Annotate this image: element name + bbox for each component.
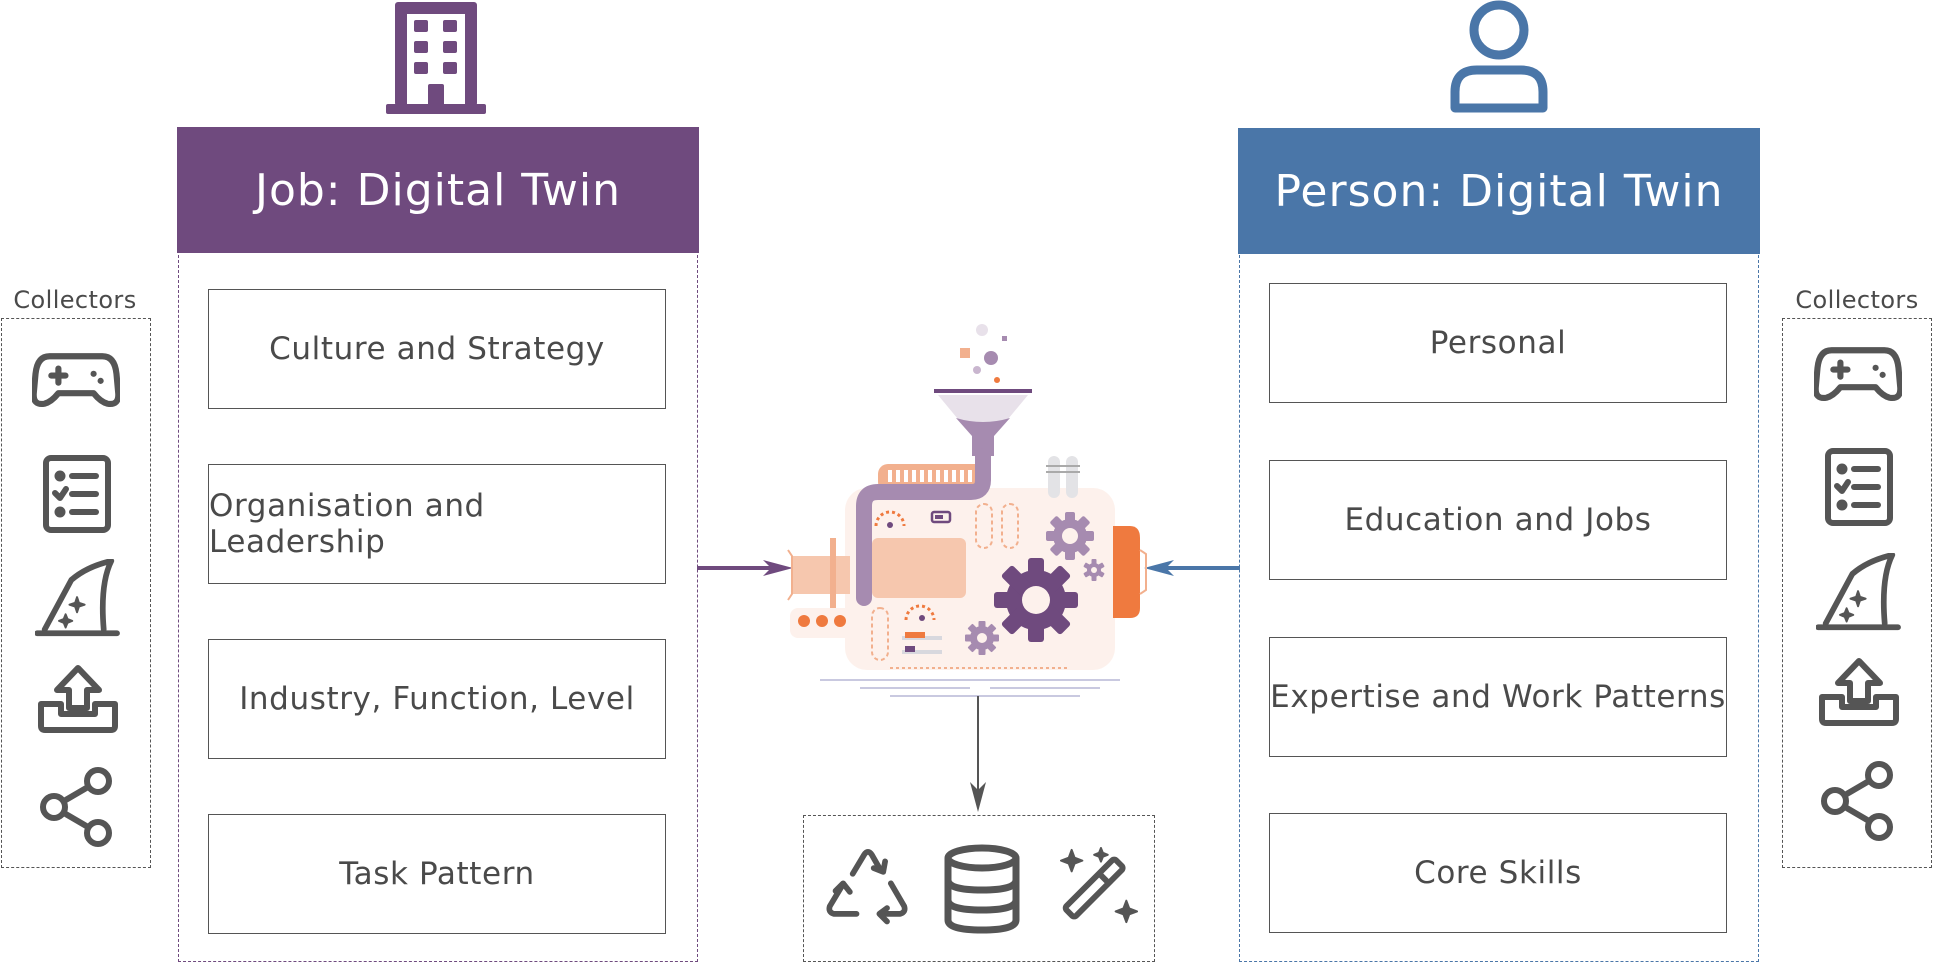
gamepad-icon [32, 353, 120, 408]
wizard-hat-icon [35, 559, 120, 637]
arrow-machine-to-outputs [970, 696, 986, 812]
checklist-icon [1825, 448, 1893, 526]
job-twin-header: Job: Digital Twin [177, 127, 699, 253]
magic-wand-icon [1059, 846, 1139, 924]
arrow-job-to-machine [697, 560, 793, 576]
collectors-right-panel [1782, 318, 1932, 868]
checklist-icon [43, 455, 111, 533]
collectors-left-panel [1, 318, 151, 868]
upload-tray-icon [1819, 658, 1899, 726]
building-icon [386, 2, 486, 114]
job-item-task-pattern: Task Pattern [208, 814, 666, 934]
person-icon [1450, 0, 1548, 113]
share-icon [1821, 761, 1893, 841]
job-twin-title: Job: Digital Twin [254, 164, 621, 216]
gamepad-icon [1814, 347, 1902, 402]
person-item-core-skills: Core Skills [1269, 813, 1727, 933]
job-item-culture: Culture and Strategy [208, 289, 666, 409]
processing-machine-icon [787, 324, 1147, 697]
collectors-left-label: Collectors [13, 286, 137, 314]
job-item-organisation: Organisation and Leadership [208, 464, 666, 584]
job-item-industry: Industry, Function, Level [208, 639, 666, 759]
wizard-hat-icon [1816, 553, 1901, 631]
person-item-expertise: Expertise and Work Patterns [1269, 637, 1727, 757]
arrow-person-to-machine [1144, 560, 1240, 576]
person-twin-header: Person: Digital Twin [1238, 128, 1760, 254]
database-icon [944, 844, 1020, 934]
recycle-icon [826, 849, 908, 925]
collectors-right-label: Collectors [1795, 286, 1919, 314]
upload-tray-icon [38, 665, 118, 733]
outputs-panel [803, 815, 1155, 962]
person-item-education: Education and Jobs [1269, 460, 1727, 580]
person-twin-title: Person: Digital Twin [1274, 165, 1724, 217]
person-item-personal: Personal [1269, 283, 1727, 403]
share-icon [40, 767, 112, 847]
